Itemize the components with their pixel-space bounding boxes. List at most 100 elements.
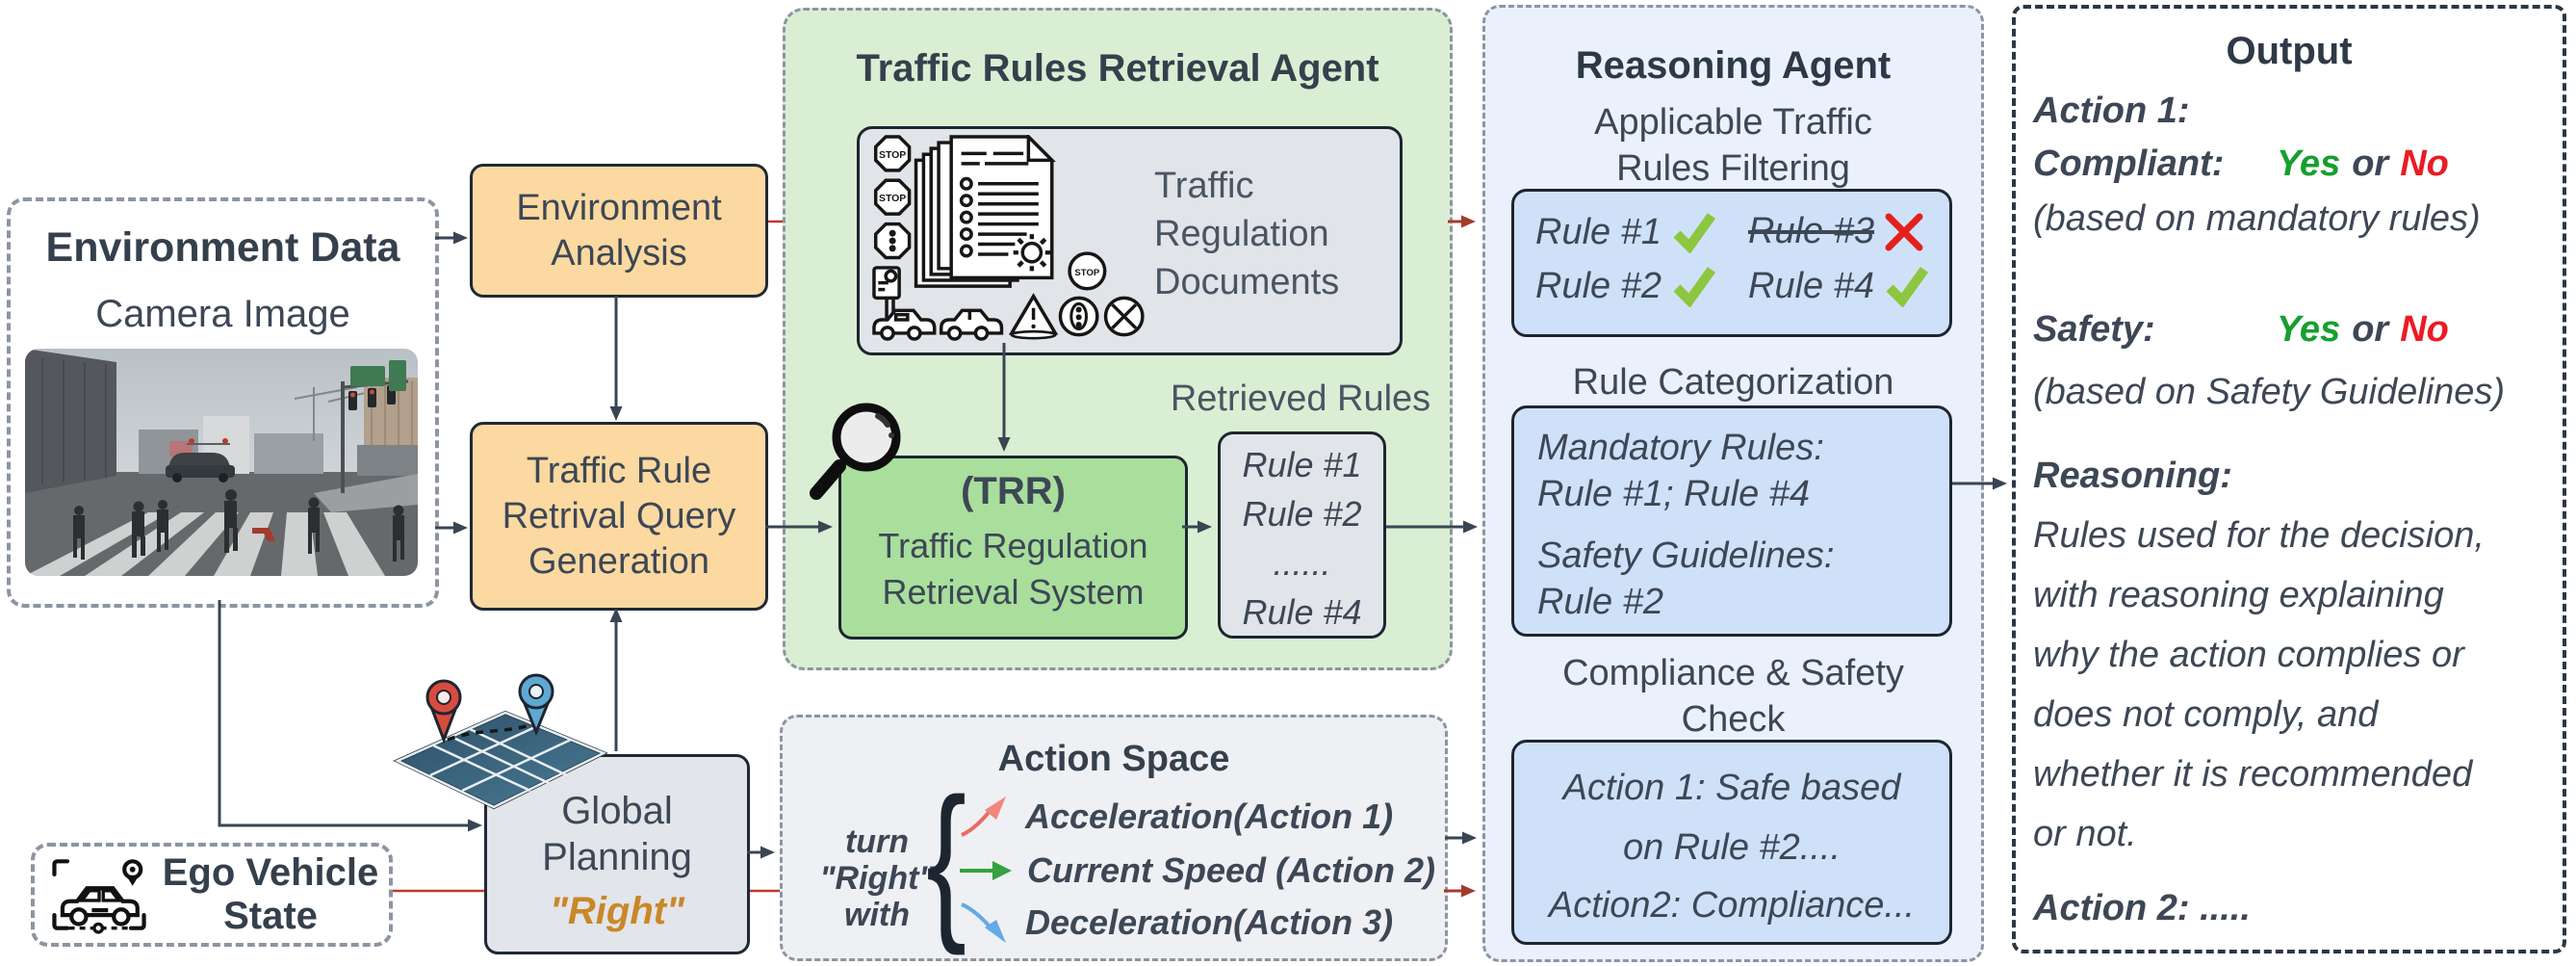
- traffic-light-round-icon: [1058, 296, 1099, 337]
- magnifier-icon: [807, 395, 908, 522]
- environment-analysis-line2: Analysis: [551, 232, 687, 274]
- documents-label-line1: Traffic: [1154, 166, 1254, 206]
- filter-rule-2: Rule #2: [1535, 265, 1662, 306]
- rules-filtering-box: Rule #1 Rule #3 Rule #2 Rule #4: [1511, 189, 1952, 337]
- categorization-heading: Rule Categorization: [1572, 362, 1894, 403]
- reasoning-agent-title: Reasoning Agent: [1575, 44, 1892, 87]
- svg-text:STOP: STOP: [1074, 268, 1100, 278]
- no-value: No: [2400, 144, 2449, 184]
- trrqg-line3: Generation: [528, 540, 709, 582]
- output-action1: Action 1:: [2033, 91, 2190, 131]
- filter-rule-4: Rule #4: [1748, 265, 1874, 306]
- action-label-current-speed: Current Speed (Action 2): [1027, 850, 1436, 890]
- safety-guidelines-label: Safety Guidelines:: [1537, 535, 1835, 576]
- check-line2: on Rule #2....: [1622, 827, 1842, 868]
- compliance-safety-check-box: Action 1: Safe based on Rule #2.... Acti…: [1511, 740, 1952, 945]
- trr-system-box: (TRR) Traffic Regulation Retrieval Syste…: [838, 456, 1188, 640]
- output-reasoning-label: Reasoning:: [2033, 456, 2232, 496]
- filtering-heading-line1: Applicable Traffic: [1594, 102, 1872, 143]
- environment-data-title: Environment Data: [45, 224, 400, 271]
- reasoning-text-line: with reasoning explaining: [2033, 575, 2444, 615]
- documents-label-line2: Regulation: [1154, 214, 1329, 254]
- mandatory-rules-value: Rule #1; Rule #4: [1537, 474, 1811, 514]
- output-note1: (based on mandatory rules): [2033, 198, 2481, 239]
- output-note2: (based on Safety Guidelines): [2033, 372, 2506, 412]
- reasoning-text-line: or not.: [2033, 814, 2137, 854]
- global-planning-command: "Right": [549, 890, 685, 932]
- filtering-heading-line2: Rules Filtering: [1616, 148, 1850, 189]
- retrieved-rule: Rule #2: [1242, 494, 1362, 534]
- no-entry-icon: [1103, 296, 1145, 337]
- brace-glyph: {: [926, 763, 967, 956]
- svg-text:STOP: STOP: [879, 150, 906, 161]
- safety-guidelines-value: Rule #2: [1537, 582, 1663, 622]
- ego-vehicle-state-box: Ego Vehicle State: [31, 843, 393, 947]
- traffic-rules-retrieval-agent-panel: Traffic Rules Retrieval Agent STOP STOP: [783, 8, 1453, 670]
- traffic-regulation-documents-box: STOP STOP: [857, 126, 1403, 355]
- or-separator: or: [2352, 144, 2389, 184]
- trr-line1: Traffic Regulation: [878, 526, 1148, 565]
- yes-value: Yes: [2277, 309, 2341, 350]
- environment-analysis-line1: Environment: [516, 187, 722, 228]
- filter-rule-3: Rule #3: [1748, 211, 1874, 251]
- retrieval-agent-title: Traffic Rules Retrieval Agent: [856, 47, 1379, 90]
- action-space-panel: Action Space turn "Right" with { Acceler…: [780, 715, 1448, 961]
- trr-abbr: (TRR): [961, 470, 1066, 512]
- filter-rule-1: Rule #1: [1535, 211, 1662, 252]
- cross-icon: [1885, 213, 1923, 250]
- map-route-icon: [390, 663, 611, 826]
- check-icon: [1886, 267, 1929, 307]
- camera-image: [25, 349, 418, 576]
- svg-text:STOP: STOP: [879, 194, 906, 204]
- retrieved-rule: Rule #4: [1242, 592, 1362, 632]
- or-separator: or: [2352, 309, 2389, 350]
- ego-vehicle-line1: Ego Vehicle: [162, 851, 379, 894]
- compliant-label: Compliant:: [2033, 144, 2225, 184]
- retrieved-rule: ......: [1273, 543, 1331, 583]
- stop-sign-round-icon: STOP: [1068, 251, 1107, 291]
- yes-value: Yes: [2277, 144, 2341, 184]
- action-label-acceleration: Acceleration(Action 1): [1025, 796, 1394, 836]
- retrieved-rule: Rule #1: [1242, 445, 1362, 484]
- environment-data-box: Environment Data Camera Image: [7, 197, 439, 608]
- current-speed-arrow-icon: [960, 861, 1012, 880]
- camera-image-label: Camera Image: [95, 293, 350, 335]
- ego-car-icon: [46, 854, 152, 935]
- origin-pin-red: [425, 679, 462, 744]
- trr-line2: Retrieval System: [882, 572, 1145, 612]
- mandatory-rules-label: Mandatory Rules:: [1537, 428, 1824, 468]
- action-label-deceleration: Deceleration(Action 3): [1025, 902, 1394, 942]
- reasoning-text-line: does not comply, and: [2033, 694, 2379, 735]
- retrieved-rules-label: Retrieved Rules: [1170, 379, 1431, 419]
- reasoning-text-line: whether it is recommended: [2033, 754, 2473, 795]
- action-space-title: Action Space: [997, 739, 1230, 779]
- safety-label: Safety:: [2033, 309, 2155, 350]
- reasoning-agent-panel: Reasoning Agent Applicable Traffic Rules…: [1482, 5, 1984, 962]
- retrieved-rules-box: Rule #1 Rule #2 ...... Rule #4: [1218, 431, 1386, 639]
- compliance-heading-line2: Check: [1681, 699, 1786, 740]
- deceleration-arrow-icon: [961, 902, 1006, 943]
- output-action2: Action 2: .....: [2033, 888, 2251, 928]
- traffic-rule-retrieval-query-generation-box: Traffic Rule Retrival Query Generation: [470, 422, 768, 611]
- check-icon: [1673, 267, 1716, 307]
- street-scene-illustration: [25, 349, 418, 576]
- condition-line2: with: [844, 897, 910, 933]
- traffic-signs-documents-icon: STOP STOP: [867, 135, 1148, 341]
- no-value: No: [2400, 309, 2449, 350]
- compliance-heading-line1: Compliance & Safety: [1562, 653, 1904, 693]
- global-planning-line1: Global: [561, 790, 673, 832]
- warning-triangle-icon: [1008, 293, 1059, 340]
- check-icon: [1673, 213, 1716, 253]
- reasoning-text-line: why the action complies or: [2033, 635, 2464, 675]
- global-planning-line2: Planning: [542, 836, 692, 878]
- check-line3: Action2: Compliance...: [1548, 885, 1916, 926]
- trrqg-line1: Traffic Rule: [526, 450, 712, 491]
- ego-vehicle-line2: State: [223, 895, 318, 937]
- documents-label-line3: Documents: [1154, 262, 1340, 302]
- environment-analysis-box: Environment Analysis: [470, 164, 768, 298]
- output-title: Output: [2226, 30, 2353, 72]
- reasoning-text-line: Rules used for the decision,: [2033, 515, 2485, 556]
